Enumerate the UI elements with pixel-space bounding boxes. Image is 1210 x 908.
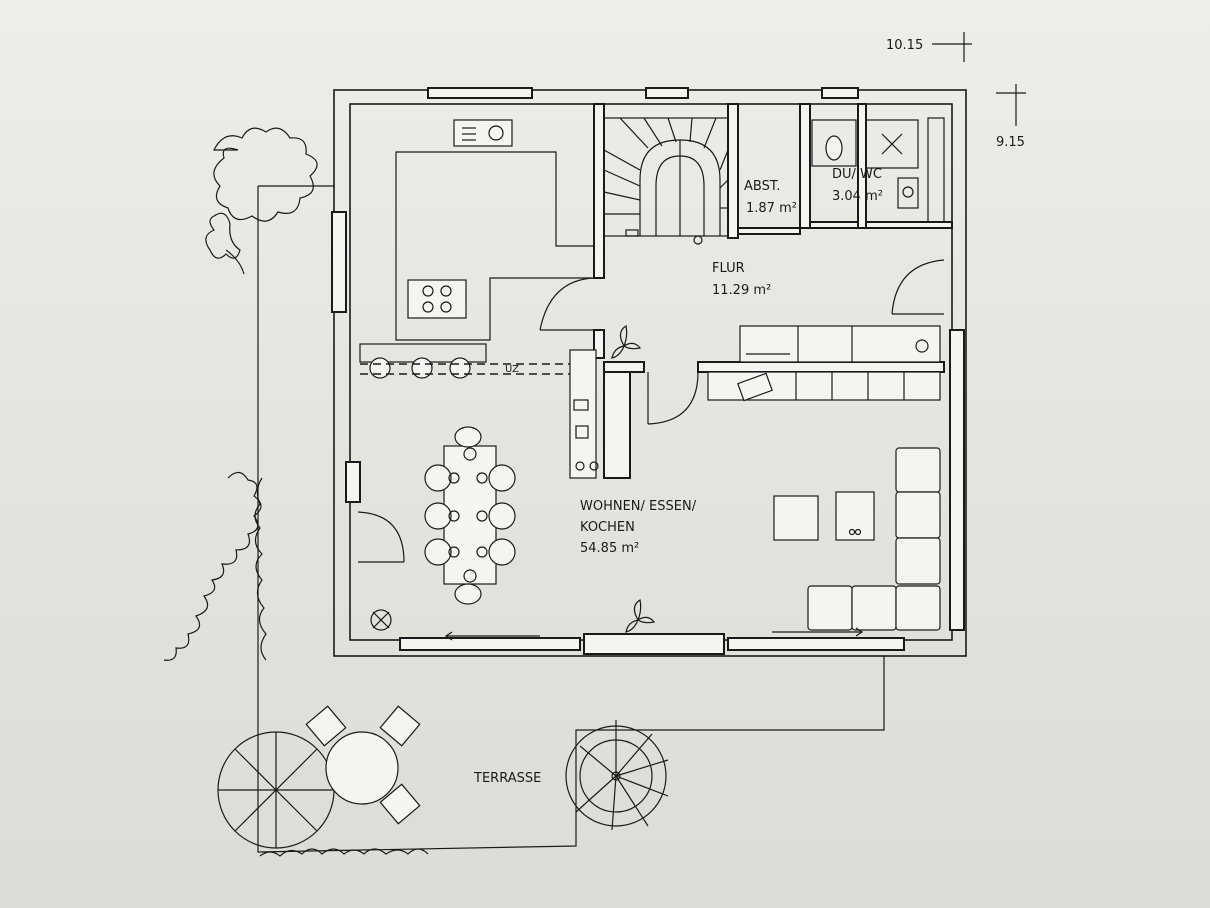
window: [727, 637, 905, 651]
dimension-width: 10.15: [886, 32, 972, 62]
dimension-depth: 9.15: [996, 84, 1026, 150]
du-wc-name: DU/ WC: [832, 167, 882, 182]
window: [345, 461, 361, 503]
stove-icon: [407, 279, 467, 319]
terrace-chair: [379, 705, 421, 747]
window: [645, 87, 689, 99]
terrace-chair: [305, 705, 347, 747]
bar-stool: [411, 357, 433, 379]
shower-icon: [865, 119, 919, 169]
terrace: TERRASSE: [217, 185, 885, 853]
abst-area: 1.87 m²: [746, 201, 797, 216]
kitchen: UZ: [359, 119, 599, 479]
uz-label: UZ: [505, 364, 519, 375]
bar-stool: [449, 357, 471, 379]
wohnen-area: 54.85 m²: [580, 541, 639, 556]
window: [821, 87, 859, 99]
flur-name: FLUR: [712, 261, 745, 276]
window: [331, 211, 347, 313]
terrace-table: [325, 731, 399, 805]
sink-icon: [453, 119, 513, 147]
window: [949, 329, 965, 631]
du-wc-area: 3.04 m²: [832, 189, 883, 204]
living-furniture: [707, 371, 941, 631]
flur-area: 11.29 m²: [712, 283, 771, 298]
outer-walls: [331, 87, 967, 657]
doors: [357, 259, 945, 563]
umbrella-icon: [217, 731, 335, 849]
depth-label: 9.15: [996, 135, 1025, 150]
room-label-wohnen: WOHNEN/ ESSEN/ KOCHEN 54.85 m²: [580, 499, 697, 556]
plant-icon: [611, 325, 642, 359]
interior-walls: [593, 103, 953, 479]
plant-icon: [625, 599, 656, 633]
window: [399, 637, 581, 651]
window: [583, 633, 725, 655]
bar-stool: [369, 357, 391, 379]
bathroom-fixtures: [811, 117, 945, 223]
staircase: [603, 117, 729, 245]
room-label-abst: ABST. 1.87 m²: [744, 179, 797, 216]
hedge-icon: [259, 848, 429, 857]
plant-icon: [370, 609, 392, 631]
terrace-chair: [379, 783, 421, 825]
spiral-stair-icon: [565, 720, 669, 831]
toilet-icon: [825, 135, 843, 161]
window: [427, 87, 533, 99]
tree-icon: [205, 127, 318, 275]
hall-furniture: [739, 325, 941, 363]
dining-table: [424, 426, 516, 605]
wohnen-line2: KOCHEN: [580, 520, 635, 535]
width-label: 10.15: [886, 38, 923, 53]
room-label-du-wc: DU/ WC 3.04 m²: [832, 167, 883, 204]
terrasse-label: TERRASSE: [473, 771, 541, 786]
hedge-icon: [163, 471, 267, 661]
sliding-door-marks: [444, 627, 864, 641]
room-label-flur: FLUR 11.29 m²: [712, 261, 771, 298]
abst-name: ABST.: [744, 179, 780, 194]
wohnen-line1: WOHNEN/ ESSEN/: [580, 499, 697, 514]
